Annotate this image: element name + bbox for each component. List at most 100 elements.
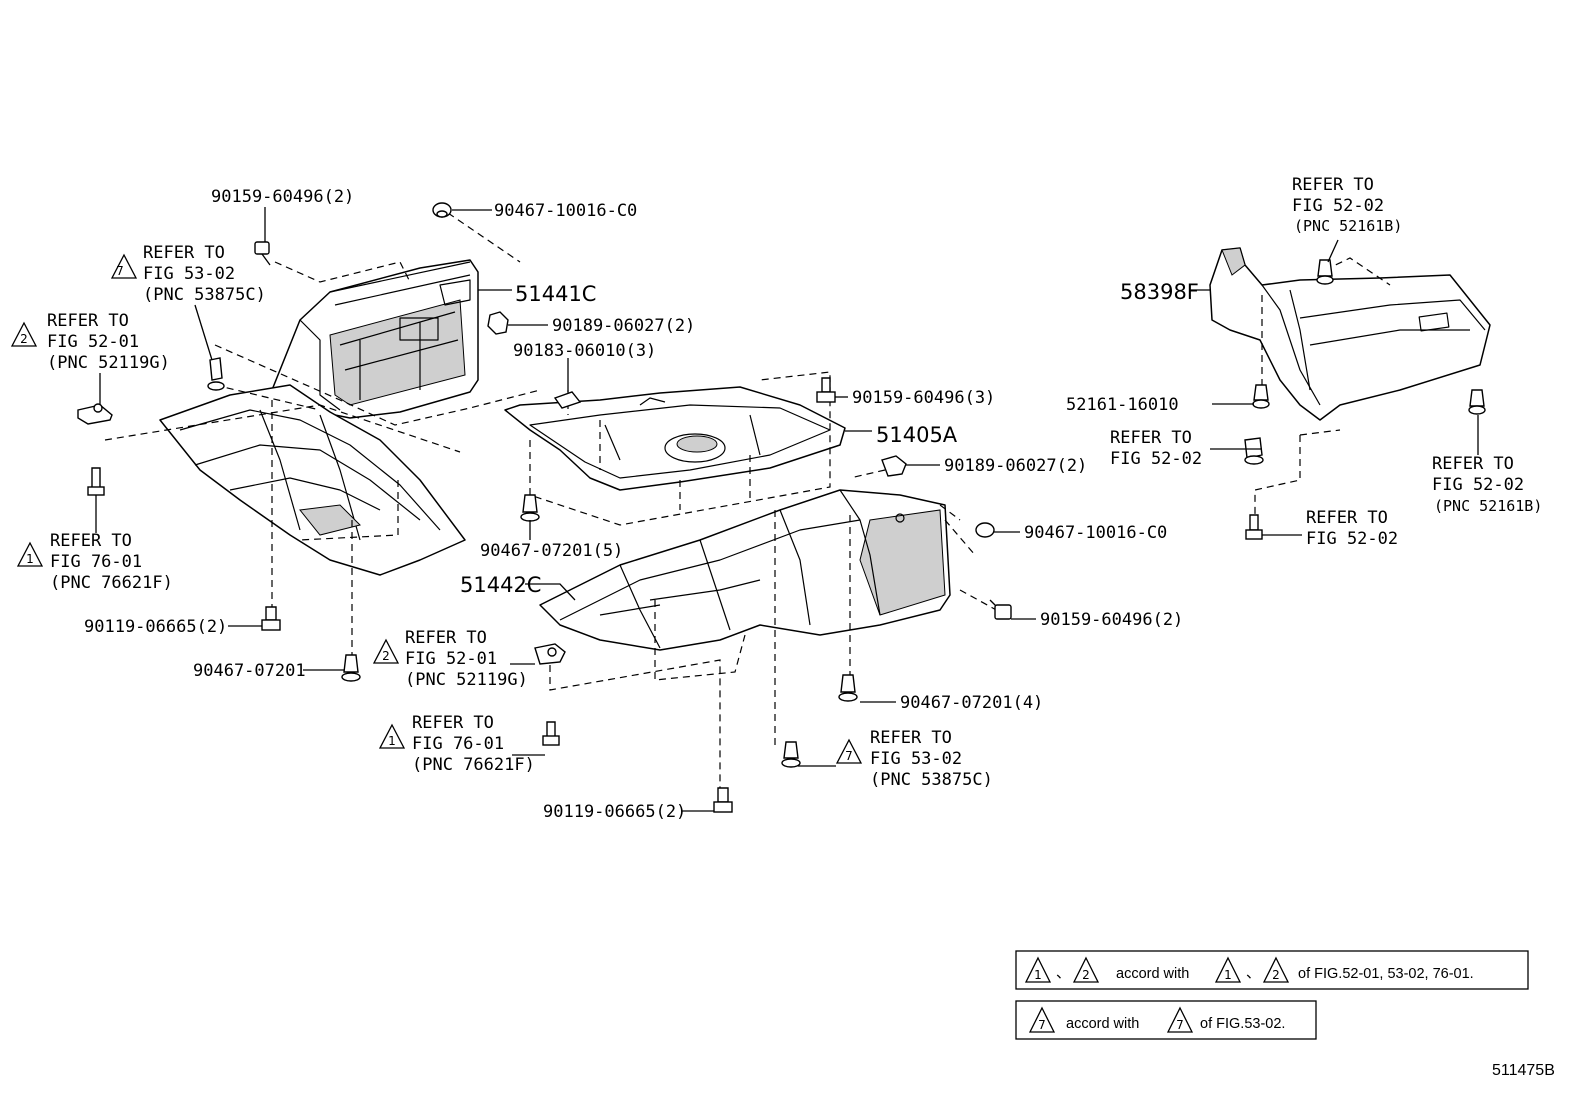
legend-separator: 、 bbox=[1056, 966, 1071, 982]
legend-text: of FIG.52-01, 53-02, 76-01. bbox=[1298, 966, 1474, 982]
part-left-under-cover[interactable] bbox=[159, 384, 466, 576]
label-90119-06665-2-a: 90119-06665(2) bbox=[84, 617, 227, 637]
clip-icon bbox=[1316, 259, 1334, 285]
ref-1-mid: 1 REFER TO FIG 76-01 (PNC 76621F) bbox=[378, 713, 535, 775]
label-90183-06010-3: 90183-06010(3) bbox=[513, 341, 656, 361]
ref-right-a: REFER TO FIG 52-02 bbox=[1110, 428, 1202, 469]
ref-line3: (PNC 53875C) bbox=[870, 770, 993, 790]
grommet-icon bbox=[881, 455, 907, 477]
triangle-number: 2 bbox=[20, 332, 28, 346]
ref-line1: REFER TO bbox=[1292, 175, 1374, 195]
part-58398f-cover[interactable] bbox=[1209, 247, 1491, 421]
label-52161-16010: 52161-16010 bbox=[1066, 395, 1179, 415]
part-number-labels: 90159-60496(2) 90467-10016-C0 51441C 901… bbox=[84, 187, 1199, 822]
nut-clip-icon bbox=[1244, 437, 1264, 465]
ref-7-top: 7 REFER TO FIG 53-02 (PNC 53875C) bbox=[110, 243, 266, 305]
part-51442c-cover[interactable] bbox=[539, 489, 951, 651]
label-90467-10016-c0-a: 90467-10016-C0 bbox=[494, 201, 637, 221]
triangle-number: 1 bbox=[388, 734, 396, 748]
label-90467-07201: 90467-07201 bbox=[193, 661, 306, 681]
ref-line2: FIG 52-02 bbox=[1306, 529, 1398, 549]
clip-icon bbox=[341, 654, 361, 682]
ref-line2: FIG 52-01 bbox=[47, 332, 139, 352]
triangle-number: 1 bbox=[1224, 968, 1232, 982]
label-90467-07201-5: 90467-07201(5) bbox=[480, 541, 623, 561]
ref-2-mid: 2 REFER TO FIG 52-01 (PNC 52119G) bbox=[372, 628, 528, 690]
label-51441c: 51441C bbox=[515, 282, 596, 306]
ref-line1: REFER TO bbox=[1110, 428, 1192, 448]
clip-icon bbox=[520, 494, 540, 522]
ref-line3: (PNC 52161B) bbox=[1434, 497, 1542, 515]
legend-box-1: 1 、 2 accord with 1 、 2 of FIG.52-01, 53… bbox=[1015, 950, 1529, 990]
triangle-number: 1 bbox=[26, 552, 34, 566]
ref-line2: FIG 76-01 bbox=[412, 734, 504, 754]
clip-icon bbox=[1252, 384, 1270, 409]
triangle-number: 7 bbox=[116, 264, 124, 278]
clip-icon bbox=[838, 674, 858, 702]
label-90467-07201-4: 90467-07201(4) bbox=[900, 693, 1043, 713]
ref-line1: REFER TO bbox=[143, 243, 225, 263]
nut-clip-icon bbox=[553, 391, 582, 409]
ref-line2: FIG 76-01 bbox=[50, 552, 142, 572]
ref-line1: REFER TO bbox=[47, 311, 129, 331]
ref-line2: FIG 52-01 bbox=[405, 649, 497, 669]
triangle-number: 7 bbox=[1176, 1018, 1184, 1032]
legend-separator: 、 bbox=[1246, 966, 1261, 982]
label-90119-06665-2-b: 90119-06665(2) bbox=[543, 802, 686, 822]
legend-text: accord with bbox=[1116, 966, 1189, 982]
label-90159-60496-2-b: 90159-60496(2) bbox=[1040, 610, 1183, 630]
part-51441c-cover[interactable] bbox=[269, 259, 479, 419]
ref-line3: (PNC 76621F) bbox=[50, 573, 173, 593]
triangle-number: 7 bbox=[1038, 1018, 1046, 1032]
clip-icon bbox=[432, 202, 452, 218]
ref-line2: FIG 52-02 bbox=[1432, 475, 1524, 495]
bolt-icon bbox=[816, 377, 836, 403]
label-90159-60496-3: 90159-60496(3) bbox=[852, 388, 995, 408]
fasteners bbox=[77, 202, 1486, 813]
dashed-assembly-lines bbox=[104, 212, 1391, 790]
legend-box-2: 7 accord with 7 of FIG.53-02. bbox=[1015, 1000, 1317, 1040]
ref-line1: REFER TO bbox=[50, 531, 132, 551]
clip-icon bbox=[207, 357, 225, 391]
label-51405a: 51405A bbox=[876, 423, 958, 447]
triangle-number: 2 bbox=[382, 649, 390, 663]
ref-right-b: REFER TO FIG 52-02 (PNC 52161B) bbox=[1432, 454, 1542, 515]
nut-clip-icon bbox=[77, 403, 113, 425]
ref-7-bottom: 7 REFER TO FIG 53-02 (PNC 53875C) bbox=[835, 728, 993, 790]
leader-lines bbox=[95, 207, 1479, 812]
ref-right-c: REFER TO FIG 52-02 bbox=[1306, 508, 1398, 549]
ref-line1: REFER TO bbox=[412, 713, 494, 733]
grommet-icon bbox=[487, 311, 509, 335]
label-90467-10016-c0-b: 90467-10016-C0 bbox=[1024, 523, 1167, 543]
ref-line3: (PNC 52161B) bbox=[1294, 217, 1402, 235]
ref-line1: REFER TO bbox=[1432, 454, 1514, 474]
ref-line3: (PNC 76621F) bbox=[412, 755, 535, 775]
label-90159-60496-2-a: 90159-60496(2) bbox=[211, 187, 354, 207]
part-51405a-cover[interactable] bbox=[504, 386, 846, 491]
clip-icon bbox=[975, 522, 995, 538]
bolt-icon bbox=[87, 467, 105, 496]
clip-icon bbox=[1468, 389, 1486, 415]
diagram-id: 511475B bbox=[1492, 1062, 1555, 1079]
ref-line2: FIG 52-02 bbox=[1110, 449, 1202, 469]
bolt-icon bbox=[261, 606, 281, 631]
ref-line1: REFER TO bbox=[405, 628, 487, 648]
ref-line3: (PNC 52119G) bbox=[47, 353, 170, 373]
ref-line3: (PNC 53875C) bbox=[143, 285, 266, 305]
triangle-number: 2 bbox=[1272, 968, 1280, 982]
label-90189-06027-2-a: 90189-06027(2) bbox=[552, 316, 695, 336]
bolt-icon bbox=[989, 599, 1012, 620]
bolt-icon bbox=[542, 721, 560, 746]
legend-text: accord with bbox=[1066, 1016, 1139, 1032]
ref-line2: FIG 52-02 bbox=[1292, 196, 1384, 216]
triangle-number: 2 bbox=[1082, 968, 1090, 982]
legend-text: of FIG.53-02. bbox=[1200, 1016, 1285, 1032]
label-90189-06027-2-b: 90189-06027(2) bbox=[944, 456, 1087, 476]
label-51442c: 51442C bbox=[460, 573, 541, 597]
clip-icon bbox=[781, 741, 801, 768]
bolt-icon bbox=[1245, 514, 1263, 540]
bolt-icon bbox=[713, 787, 733, 813]
ref-line1: REFER TO bbox=[1306, 508, 1388, 528]
